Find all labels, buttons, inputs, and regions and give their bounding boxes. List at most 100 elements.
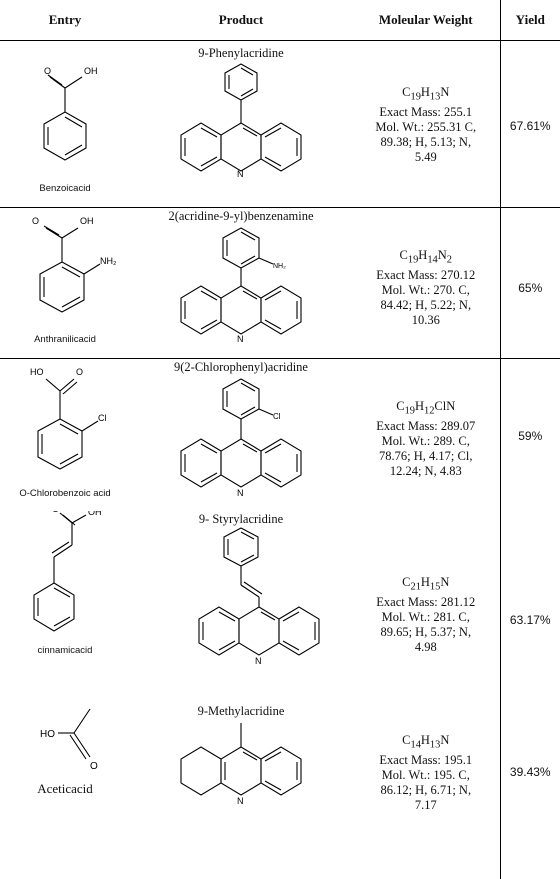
product-cell: 9-Phenylacridine [130,41,352,208]
styrylacridine-structure: N [130,527,352,703]
formula: C19H13N [358,85,494,105]
aminophenyl-acridine-structure: NH₂ N [130,224,352,358]
table-row: O OH Benzoicacid 9-Phenylacridine [0,41,560,208]
mw-text: C19H14N2 Exact Mass: 270.12 Mol. Wt.: 27… [352,248,500,328]
atom-label: Cl [98,413,107,423]
entry-cell: O OH NH₂ Anthranilicacid [0,208,130,359]
exact-mass: Exact Mass: 255.1 [358,105,494,120]
entry-name: cinnamicacid [0,645,130,656]
mw-cell: C19H12ClN Exact Mass: 289.07 Mol. Wt.: 2… [352,359,500,512]
atom-label: N [237,169,244,179]
exact-mass: Exact Mass: 281.12 [358,595,494,610]
yield-cell: 39.43% [500,703,560,879]
composition: 89.65; H, 5.37; N, [358,625,494,640]
entry-cell: HO O Aceticacid [0,703,130,879]
atom-label: O [76,367,83,377]
atom-label: NH₂ [100,256,117,266]
atom-label: N [237,796,244,806]
table-row: O OH cinnamicacid 9- Styrylacridine [0,511,560,703]
composition: 84.42; H, 5.22; N, [358,298,494,313]
formula: C19H12ClN [358,399,494,419]
yield-cell: 65% [500,208,560,359]
atom-label: Cl [273,412,281,421]
mw-text: C21H15N Exact Mass: 281.12 Mol. Wt.: 281… [352,575,500,655]
exact-mass: Exact Mass: 270.12 [358,268,494,283]
product-name: 9- Styrylacridine [130,511,352,527]
product-name: 9-Phenylacridine [130,45,352,61]
header-row: Entry Product Moleular Weight Yield [0,0,560,41]
table-row: HO O Aceticacid 9-Methylacridine [0,703,560,879]
composition: 10.36 [358,313,494,328]
product-name: 9-Methylacridine [130,703,352,719]
yield-value: 59% [501,429,560,443]
entry-cell: O OH Benzoicacid [0,41,130,208]
atom-label: N [255,656,262,666]
mw-text: C19H12ClN Exact Mass: 289.07 Mol. Wt.: 2… [352,399,500,479]
mw-cell: C19H13N Exact Mass: 255.1 Mol. Wt.: 255.… [352,41,500,208]
entry-cell: O OH cinnamicacid [0,511,130,703]
atom-label: HO [40,729,55,740]
mol-wt: Mol. Wt.: 195. C, [358,768,494,783]
table-row: O OH NH₂ Anthranilicacid 2(acridine-9-yl… [0,208,560,359]
formula: C21H15N [358,575,494,595]
yield-cell: 67.61% [500,41,560,208]
header-entry: Entry [0,0,130,41]
formula: C19H14N2 [358,248,494,268]
composition: 7.17 [358,798,494,813]
atom-label: N [237,334,244,344]
atom-label: N [237,488,244,498]
phenylacridine-structure: N [130,61,352,207]
composition: 5.49 [358,150,494,165]
mol-wt: Mol. Wt.: 281. C, [358,610,494,625]
header-product: Product [130,0,352,41]
cinnamic-acid-structure: O OH [0,511,130,703]
composition: 86.12; H, 6.71; N, [358,783,494,798]
entry-name: Benzoicacid [0,183,130,194]
atom-label: O [52,511,59,514]
table-row: HO O Cl O-Chlorobenzoic acid 9(2-Chlorop… [0,359,560,512]
mw-text: C19H13N Exact Mass: 255.1 Mol. Wt.: 255.… [352,85,500,165]
exact-mass: Exact Mass: 195.1 [358,753,494,768]
yield-value: 67.61% [501,119,560,133]
methylacridine-structure: N [130,719,352,879]
mol-wt: Mol. Wt.: 255.31 C, [358,120,494,135]
mw-cell: C21H15N Exact Mass: 281.12 Mol. Wt.: 281… [352,511,500,703]
yield-cell: 59% [500,359,560,512]
atom-label: O [90,761,98,772]
atom-label: NH₂ [273,263,286,270]
yield-cell: 63.17% [500,511,560,703]
mw-text: C14H13N Exact Mass: 195.1 Mol. Wt.: 195.… [352,733,500,813]
product-cell: 2(acridine-9-yl)benzenamine NH₂ [130,208,352,359]
header-yield: Yield [500,0,560,41]
entry-name: O-Chlorobenzoic acid [0,488,130,499]
mw-cell: C19H14N2 Exact Mass: 270.12 Mol. Wt.: 27… [352,208,500,359]
entry-name: Aceticacid [0,781,130,797]
entry-cell: HO O Cl O-Chlorobenzoic acid [0,359,130,512]
product-name: 2(acridine-9-yl)benzenamine [130,208,352,224]
formula: C14H13N [358,733,494,753]
product-cell: 9- Styrylacridine [130,511,352,703]
mw-cell: C14H13N Exact Mass: 195.1 Mol. Wt.: 195.… [352,703,500,879]
composition: 78.76; H, 4.17; Cl, [358,449,494,464]
atom-label: OH [88,511,102,517]
mol-wt: Mol. Wt.: 289. C, [358,434,494,449]
exact-mass: Exact Mass: 289.07 [358,419,494,434]
atom-label: OH [84,66,98,76]
product-cell: 9(2-Chlorophenyl)acridine Cl [130,359,352,512]
composition: 12.24; N, 4.83 [358,464,494,479]
product-cell: 9-Methylacridine N [130,703,352,879]
composition: 89.38; H, 5.13; N, [358,135,494,150]
yield-value: 39.43% [501,765,560,779]
mol-wt: Mol. Wt.: 270. C, [358,283,494,298]
atom-label: OH [80,216,94,226]
chlorophenyl-acridine-structure: Cl N [130,375,352,511]
atom-label: O [32,216,39,226]
atom-label: O [44,66,51,76]
yield-value: 65% [501,281,560,295]
yield-value: 63.17% [501,613,560,627]
header-molecular-weight: Moleular Weight [352,0,500,41]
product-name: 9(2-Chlorophenyl)acridine [130,359,352,375]
composition: 4.98 [358,640,494,655]
entry-name: Anthranilicacid [0,334,130,345]
